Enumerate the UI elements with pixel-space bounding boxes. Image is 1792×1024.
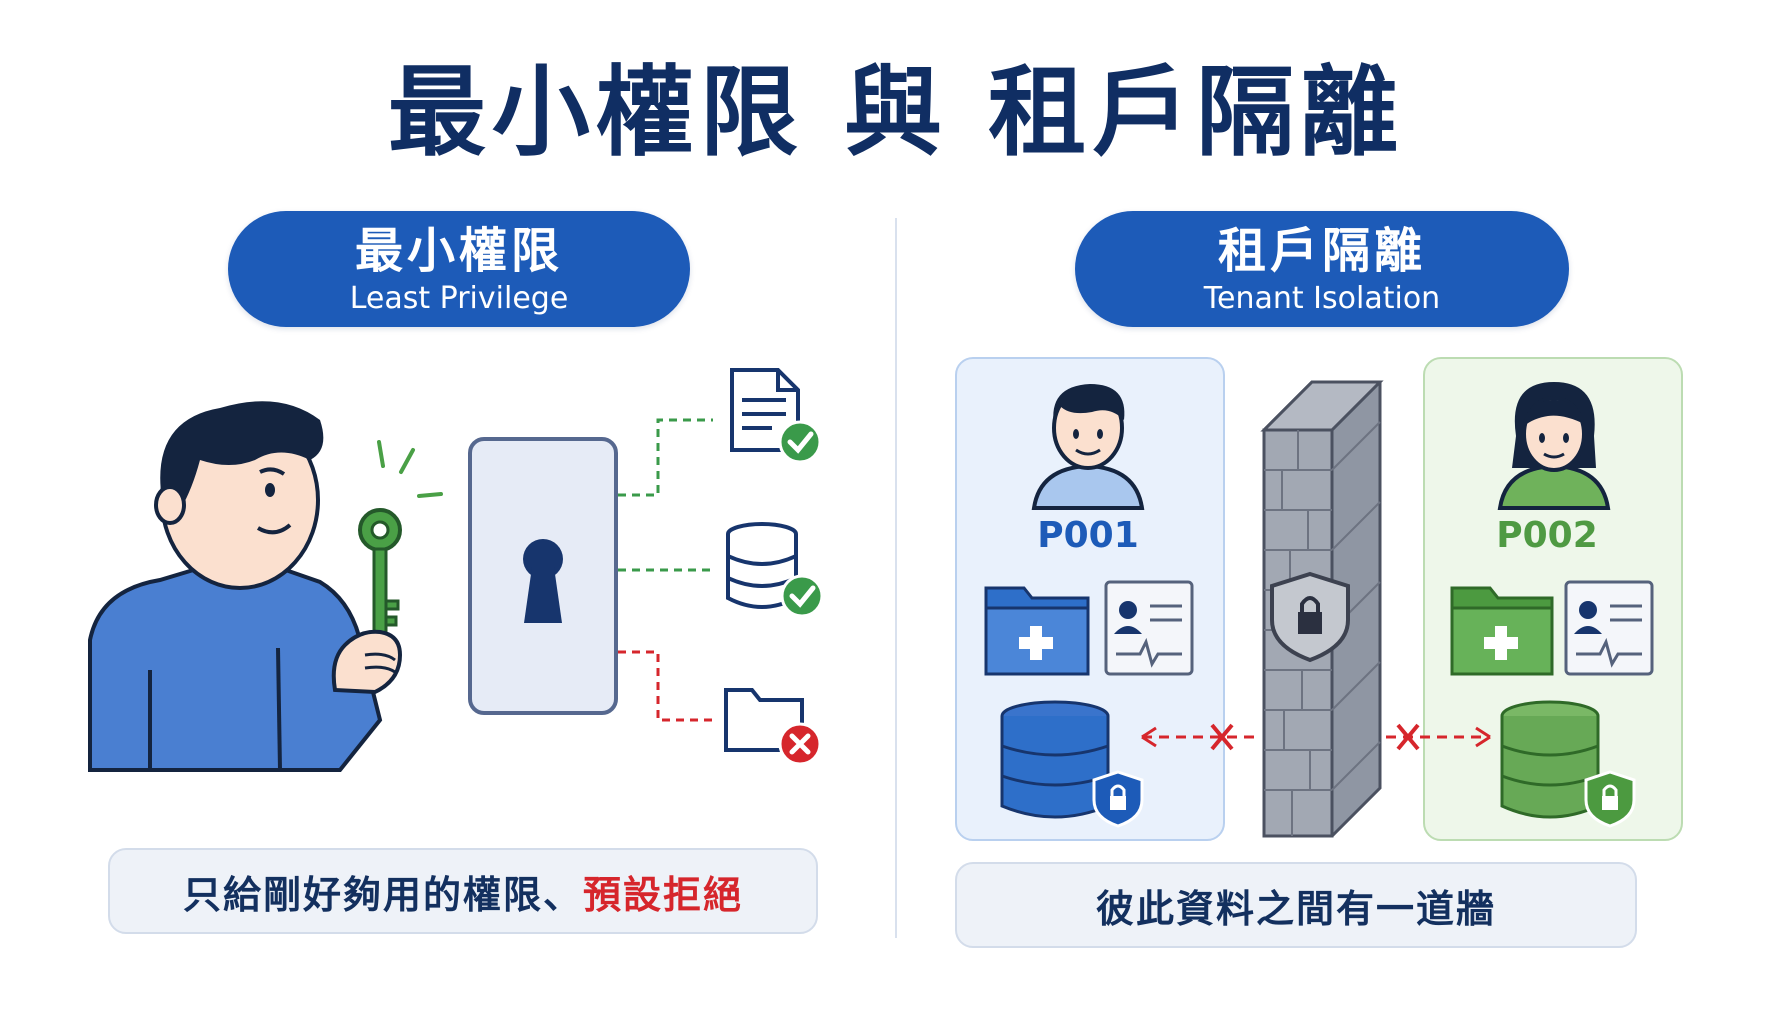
keyhole-lock-icon [468,437,618,715]
tenant-p002-avatar-icon [1497,382,1611,510]
database-locked-green-icon [1500,700,1636,828]
least-privilege-caption: 只給剛好夠用的權限、預設拒絕 [108,848,818,934]
user-person-icon [88,401,383,772]
least-privilege-heading: 最小權限 Least Privilege [228,211,690,327]
least-privilege-heading-zh: 最小權限 [354,223,563,279]
tenant-isolation-heading: 租戶隔離 Tenant Isolation [1075,211,1569,327]
green-key-icon [358,508,402,641]
document-allowed-icon [730,368,822,464]
section-divider [895,218,897,938]
least-privilege-heading-en: Least Privilege [349,280,569,316]
database-locked-blue-icon [1000,700,1144,828]
tenant-p002-label: P002 [1496,515,1598,556]
tenant-isolation-heading-en: Tenant Isolation [1203,280,1441,316]
caption-text: 只給剛好夠用的權限、 [182,872,583,917]
tenant-isolation-heading-zh: 租戶隔離 [1217,223,1426,279]
database-allowed-icon [726,522,824,618]
page-title: 最小權限 與 租戶隔離 [387,56,1405,170]
caption-text: 彼此資料之間有一道牆 [1095,886,1496,931]
access-connectors [618,418,713,722]
hand-icon [331,629,403,695]
medical-folder-blue-icon [984,586,1090,676]
tenant-p001-avatar-icon [1031,384,1145,510]
default-deny-highlight: 預設拒絕 [583,872,744,917]
blocked-arrow-right [1386,723,1491,751]
patient-record-blue-icon [1104,580,1194,676]
folder-denied-icon [724,688,822,766]
firewall-wall-icon [1260,380,1384,838]
tenant-isolation-caption: 彼此資料之間有一道牆 [955,862,1637,948]
patient-record-green-icon [1564,580,1654,676]
medical-folder-green-icon [1450,586,1554,676]
tenant-p001-label: P001 [1037,515,1139,556]
sparkle-icon [377,440,443,498]
blocked-arrow-left [1141,723,1258,751]
